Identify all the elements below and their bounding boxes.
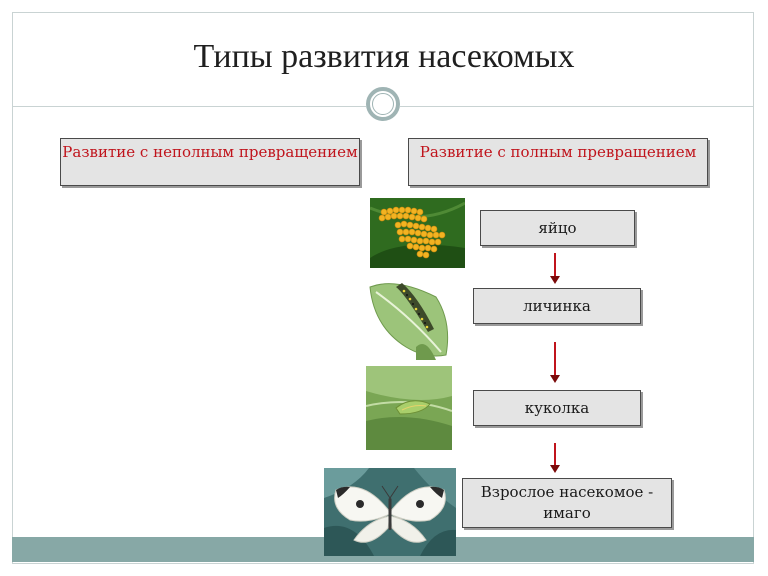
- divider-ring-inner: [372, 93, 394, 115]
- complete-metamorphosis-box: Развитие с полным превращением: [408, 138, 708, 186]
- stage-label-pupa: куколка: [524, 398, 590, 417]
- stage-label-adult: Взрослое насекомое - имаго: [480, 483, 654, 522]
- butterfly-photo: [324, 468, 456, 556]
- stage-label-egg: яйцо: [538, 218, 577, 237]
- incomplete-metamorphosis-box: Развитие с неполным превращением: [60, 138, 360, 186]
- title-divider-left: [12, 106, 366, 107]
- stage-box-larva: личинка: [473, 288, 641, 324]
- stage-box-adult: Взрослое насекомое - имаго: [462, 478, 672, 528]
- stage-label-larva: личинка: [523, 296, 591, 315]
- caterpillar-photo: [366, 277, 452, 360]
- slide-title: Типы развития насекомых: [193, 38, 575, 75]
- stage-box-pupa: куколка: [473, 390, 641, 426]
- complete-metamorphosis-label: Развитие с полным превращением: [419, 143, 697, 161]
- pupa-photo: [366, 366, 452, 450]
- incomplete-metamorphosis-label: Развитие с неполным превращением: [62, 143, 358, 161]
- stage-box-egg: яйцо: [480, 210, 635, 246]
- eggs-photo: [370, 198, 465, 268]
- title-divider-right: [400, 106, 754, 107]
